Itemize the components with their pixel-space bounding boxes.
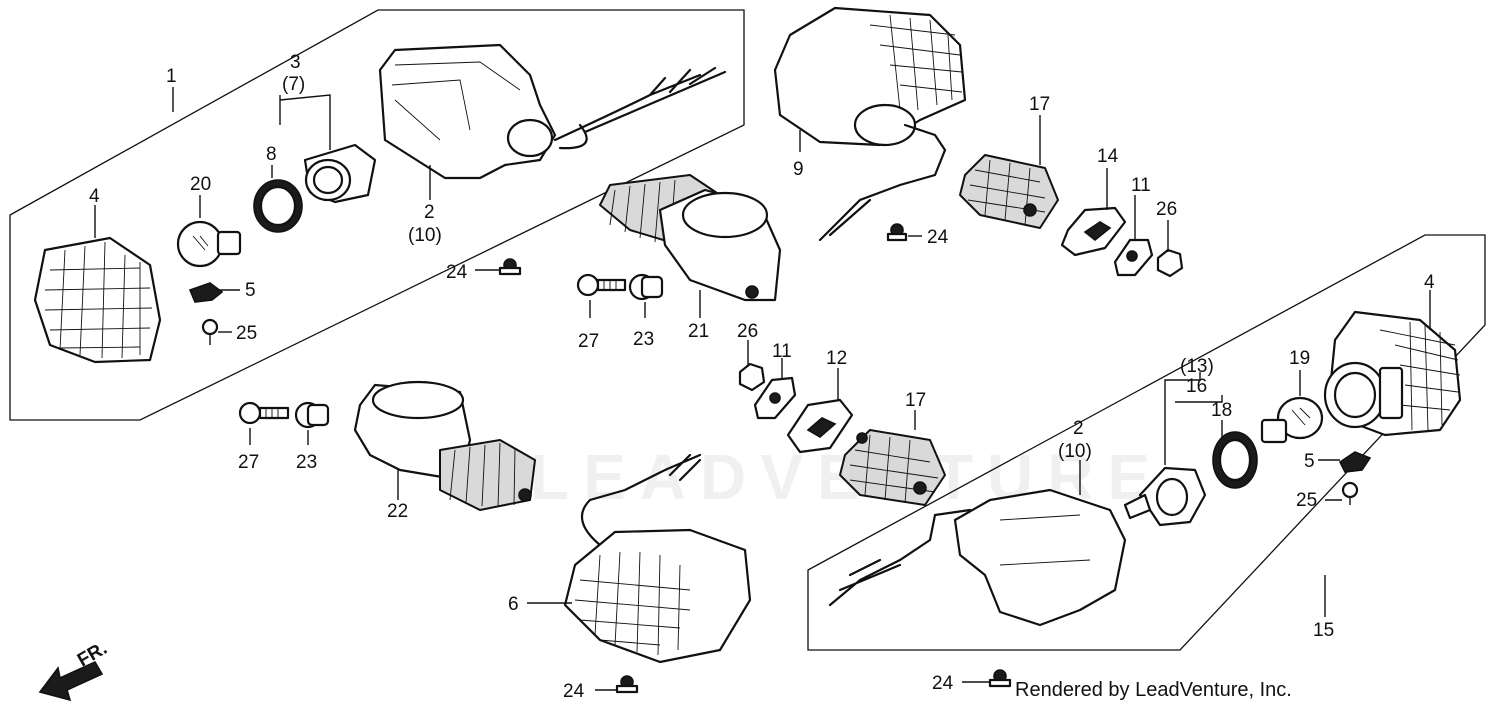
callout-3: 3 [290, 52, 301, 73]
callout-25-left: 25 [236, 323, 257, 344]
callout-16: 16 [1186, 376, 1207, 397]
wire-harness-upper [553, 66, 727, 142]
callout-5-left: 5 [245, 280, 256, 301]
callout-20: 20 [190, 174, 211, 195]
bolt-part-27-lower [238, 401, 290, 425]
front-turn-signal-lower [563, 453, 752, 664]
housing-stem-upper [506, 118, 554, 158]
bulb-part-19 [1260, 396, 1324, 444]
wire-harness-15 [828, 508, 972, 607]
callout-27-lower: 27 [238, 452, 259, 473]
front-turn-signal-assembly [33, 43, 727, 364]
callout-1: 1 [166, 66, 177, 87]
callout-23-upper: 23 [633, 329, 654, 350]
screw-part-24-b [886, 223, 908, 242]
plate-part-11-middle [753, 376, 797, 420]
callout-9: 9 [793, 159, 804, 180]
lens-part-6 [563, 528, 752, 664]
callout-18: 18 [1211, 400, 1232, 421]
lens-stem-9 [853, 103, 917, 147]
callout-26-middle: 26 [737, 321, 758, 342]
front-label: FR. [74, 638, 111, 671]
screw-part-24-a [498, 258, 522, 276]
callout-15: 15 [1313, 620, 1334, 641]
callout-11-upper: 11 [1131, 175, 1151, 196]
callout-4-left: 4 [89, 186, 100, 207]
bolt-part-27-upper [576, 273, 627, 297]
assembly-frame-rear-right [807, 234, 1486, 651]
socket-part-16 [1123, 466, 1207, 527]
callout-10-lower: (10) [1058, 441, 1092, 462]
gasket-part-12 [786, 398, 854, 454]
bracket-part-21 [599, 174, 782, 302]
callout-12: 12 [826, 348, 847, 369]
bulb-part-20 [176, 220, 242, 268]
gasket-part-18 [1212, 431, 1258, 489]
lens-grid-9 [869, 14, 963, 111]
callout-22: 22 [387, 501, 408, 522]
callout-23-lower: 23 [296, 452, 317, 473]
lens-grid [44, 241, 153, 359]
callout-24-a: 24 [446, 262, 468, 283]
callout-6: 6 [508, 594, 519, 615]
assembly-frame-front-left [9, 9, 745, 421]
callout-21: 21 [688, 321, 709, 342]
callout-2-lower: 2 [1073, 418, 1084, 439]
callout-labels: 1 3 (7) 8 20 4 5 25 2 (10) 24 9 17 14 11… [89, 52, 1435, 702]
wire-harness-9 [818, 123, 947, 242]
screw-part-24-c [615, 675, 639, 694]
lens-grid-6 [574, 551, 691, 656]
wire-harness-lower [580, 453, 702, 547]
callout-5-right: 5 [1304, 451, 1315, 472]
clip-part-5-upper [188, 282, 224, 303]
housing-part-2-lower [953, 488, 1127, 627]
gasket-part-8 [253, 179, 303, 233]
connector-part-17-lower [839, 429, 946, 506]
lens-grid-4-right [1379, 321, 1461, 431]
callout-13: (13) [1180, 356, 1214, 377]
callout-24-d: 24 [932, 673, 954, 694]
callout-7: (7) [282, 74, 305, 95]
rear-turn-signal-assembly [828, 310, 1462, 627]
callout-17-upper: 17 [1029, 94, 1050, 115]
callout-4-right: 4 [1424, 272, 1435, 293]
callout-25-right: 25 [1296, 490, 1317, 511]
callout-19: 19 [1289, 348, 1310, 369]
nut-part-26-middle [738, 362, 766, 392]
callout-2-upper: 2 [424, 202, 435, 223]
bracket-part-22 [353, 380, 536, 511]
callout-24-b: 24 [927, 227, 949, 248]
socket-part-3 [303, 143, 377, 204]
callout-11-middle: 11 [772, 341, 792, 362]
callout-10-upper: (10) [408, 225, 442, 246]
collar-part-23-lower [294, 401, 330, 429]
callout-24-c: 24 [563, 681, 585, 702]
clip-part-5-lower [1338, 451, 1372, 473]
callout-27-upper: 27 [578, 331, 599, 352]
connector-part-17-upper [959, 154, 1059, 229]
leader-lines [94, 87, 1431, 691]
screw-part-25-lower [1341, 481, 1359, 505]
callout-17-lower: 17 [905, 390, 926, 411]
callout-14: 14 [1097, 146, 1119, 167]
lens-part-9 [773, 6, 967, 147]
render-credit: Rendered by LeadVenture, Inc. [1015, 679, 1292, 701]
screw-part-25-upper [201, 318, 219, 345]
collar-part-23-upper [628, 273, 664, 301]
rear-turn-signal-upper [773, 6, 967, 242]
screw-part-24-d [988, 669, 1012, 688]
front-direction-arrow: FR. [38, 638, 111, 702]
callout-8: 8 [266, 144, 277, 165]
callout-26-upper: 26 [1156, 199, 1177, 220]
nut-part-26-upper [1156, 248, 1184, 278]
lens-part-4 [33, 236, 162, 364]
